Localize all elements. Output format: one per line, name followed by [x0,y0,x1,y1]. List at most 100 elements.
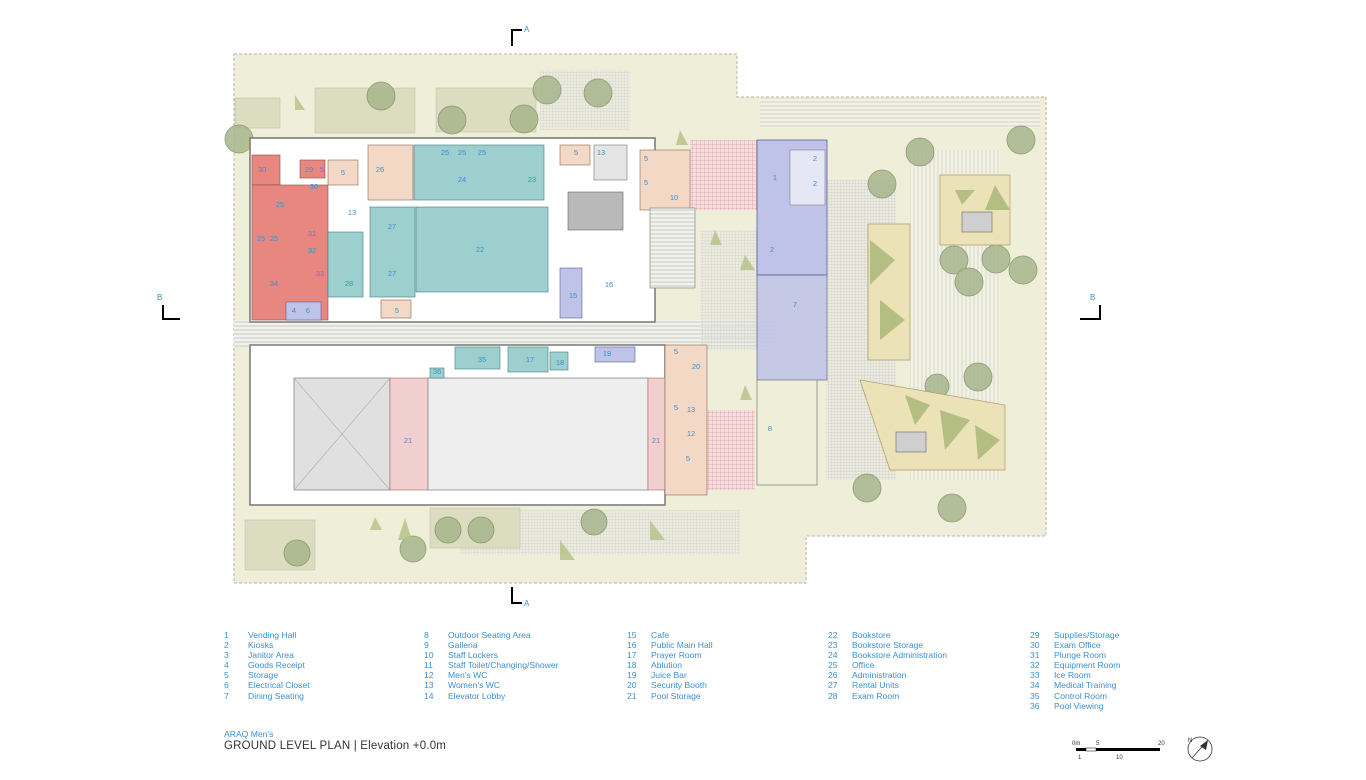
legend-label: Women's WC [448,680,501,691]
legend-label: Administration [852,670,907,681]
legend-label: Equipment Room [1054,660,1121,671]
project-name: ARAQ Men's [224,729,274,739]
legend-number: 10 [424,650,434,661]
room-tag: 5 [686,454,690,463]
room-tag: 32 [308,246,316,255]
legend-label: Cafe [651,630,670,640]
room-tag: 21 [404,436,412,445]
legend-label: Janitor Area [248,650,294,661]
room-tag: 10 [670,193,678,202]
room-tag: 24 [458,175,466,184]
scale-label-20: 20 [1158,741,1165,747]
legend-number: 7 [224,690,229,701]
room-tag: 5 [674,347,678,356]
room-tag: 29 [305,165,313,174]
legend-number: 13 [424,680,434,691]
legend-item: 36 Pool Viewing [1030,701,1120,711]
legend-number: 34 [1030,680,1040,691]
legend-label: Outdoor Seating Area [448,630,531,640]
legend-label: Exam Office [1054,640,1101,651]
room-tag: 25 [276,200,284,209]
room-tag: 5 [644,178,648,187]
legend-label: Elevator Lobby [448,690,506,701]
legend-label: Goods Receipt [248,660,305,671]
room-tag: 13 [597,148,605,157]
room-tag: 25 [478,148,486,157]
legend-label: Galleria [448,640,478,651]
room-tag: 26 [376,165,384,174]
room-tag: 18 [556,358,564,367]
legend-label: Plunge Room [1054,650,1107,661]
room-tag: 5 [674,403,678,412]
section-marker-b-left: B [157,293,180,320]
room-tag: 33 [316,269,324,278]
room-tag: 27 [388,222,396,231]
room-tag: 2 [813,154,817,163]
room-tag: 5 [320,165,324,174]
legend-label: Juice Bar [651,670,687,681]
legend-label: Electrical Closet [248,680,310,691]
room-tag: 23 [528,175,536,184]
legend-number: 6 [224,680,229,691]
legend-label: Exam Room [852,690,900,701]
room-tag: 5 [341,168,345,177]
scale-bar: 0m 5 20 1 10 N [1072,736,1213,762]
legend-number: 24 [828,650,838,661]
legend-number: 19 [627,670,637,681]
room-tag: 21 [652,436,660,445]
legend-label: Control Room [1054,690,1108,701]
scale-label-0: 0m [1072,741,1080,747]
legend-number: 36 [1030,700,1040,711]
legend-number: 14 [424,690,434,701]
legend-label: Storage [248,670,279,681]
legend-item: 5 Storage [224,670,310,680]
legend-label: Staff Lockers [448,650,498,661]
room-tag: 25 [270,234,278,243]
legend-number: 11 [424,660,433,671]
room-tag: 35 [478,355,486,364]
room-tag: 2 [770,245,774,254]
section-a-label: A [524,25,530,34]
plan-title: GROUND LEVEL PLAN | Elevation +0.0m [224,740,447,752]
legend-label: Pool Viewing [1054,700,1104,711]
room-tag: 2 [813,179,817,188]
legend-item: 6 Electrical Closet [224,680,310,690]
room-tag: 16 [605,280,613,289]
east-concourse [756,139,828,486]
legend-number: 16 [627,640,637,651]
section-marker-a-bottom: A [511,587,530,608]
legend-label: Pool Storage [651,690,701,701]
room-tag: 20 [692,362,700,371]
legend-number: 4 [224,660,229,671]
room-tag: 22 [476,245,484,254]
legend-label: Security Booth [651,680,707,691]
legend-number: 23 [828,640,838,651]
room-tag: 6 [306,306,310,315]
room-tag: 30 [310,182,318,191]
legend-number: 26 [828,670,838,681]
trees [224,75,1038,567]
legend-item: 4 Goods Receipt [224,660,310,670]
legend-number: 5 [224,670,229,681]
